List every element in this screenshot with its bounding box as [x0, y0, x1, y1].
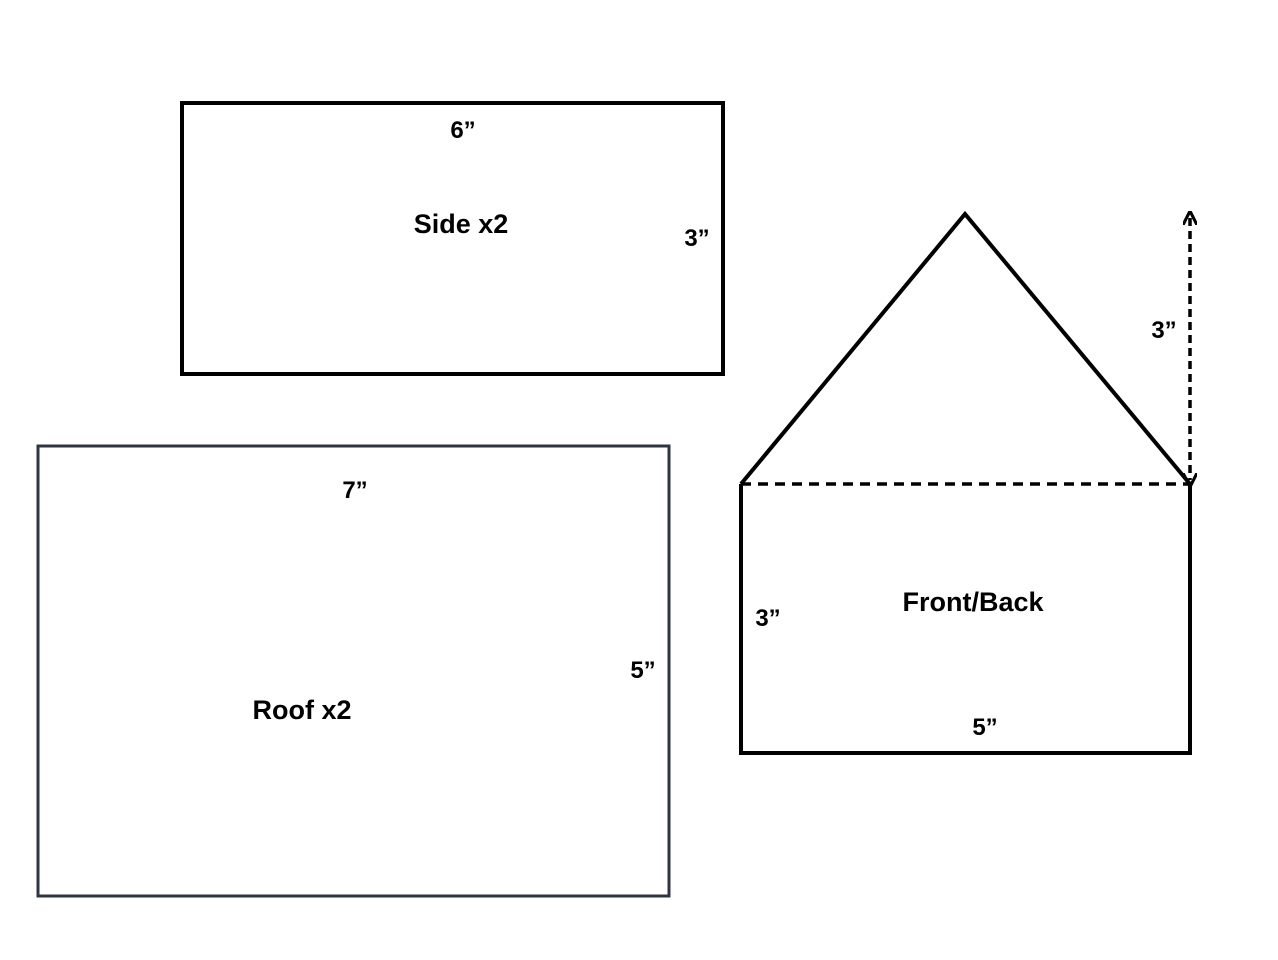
- front-back-wall-outline: [739, 484, 1192, 755]
- side-name-label: Side x2: [414, 209, 509, 239]
- roof-piece: 7” 5” Roof x2: [36, 444, 671, 898]
- front-back-wall-height-label: 3”: [755, 605, 780, 632]
- gable-height-label: 3”: [1151, 317, 1176, 344]
- front-back-width-label: 5”: [972, 714, 997, 741]
- side-outline: [180, 101, 725, 376]
- front-back-name-label: Front/Back: [902, 587, 1044, 617]
- front-back-gable-outline: [739, 210, 1192, 486]
- side-height-label: 3”: [684, 225, 709, 252]
- roof-height-label: 5”: [630, 657, 655, 684]
- side-piece: 6” Side x2 3”: [180, 101, 725, 376]
- roof-outline: [36, 444, 671, 898]
- side-width-label: 6”: [450, 117, 475, 144]
- roof-width-label: 7”: [342, 477, 367, 504]
- front-back-piece: 3” Front/Back 3” 5”: [739, 210, 1192, 755]
- roof-name-label: Roof x2: [252, 695, 351, 725]
